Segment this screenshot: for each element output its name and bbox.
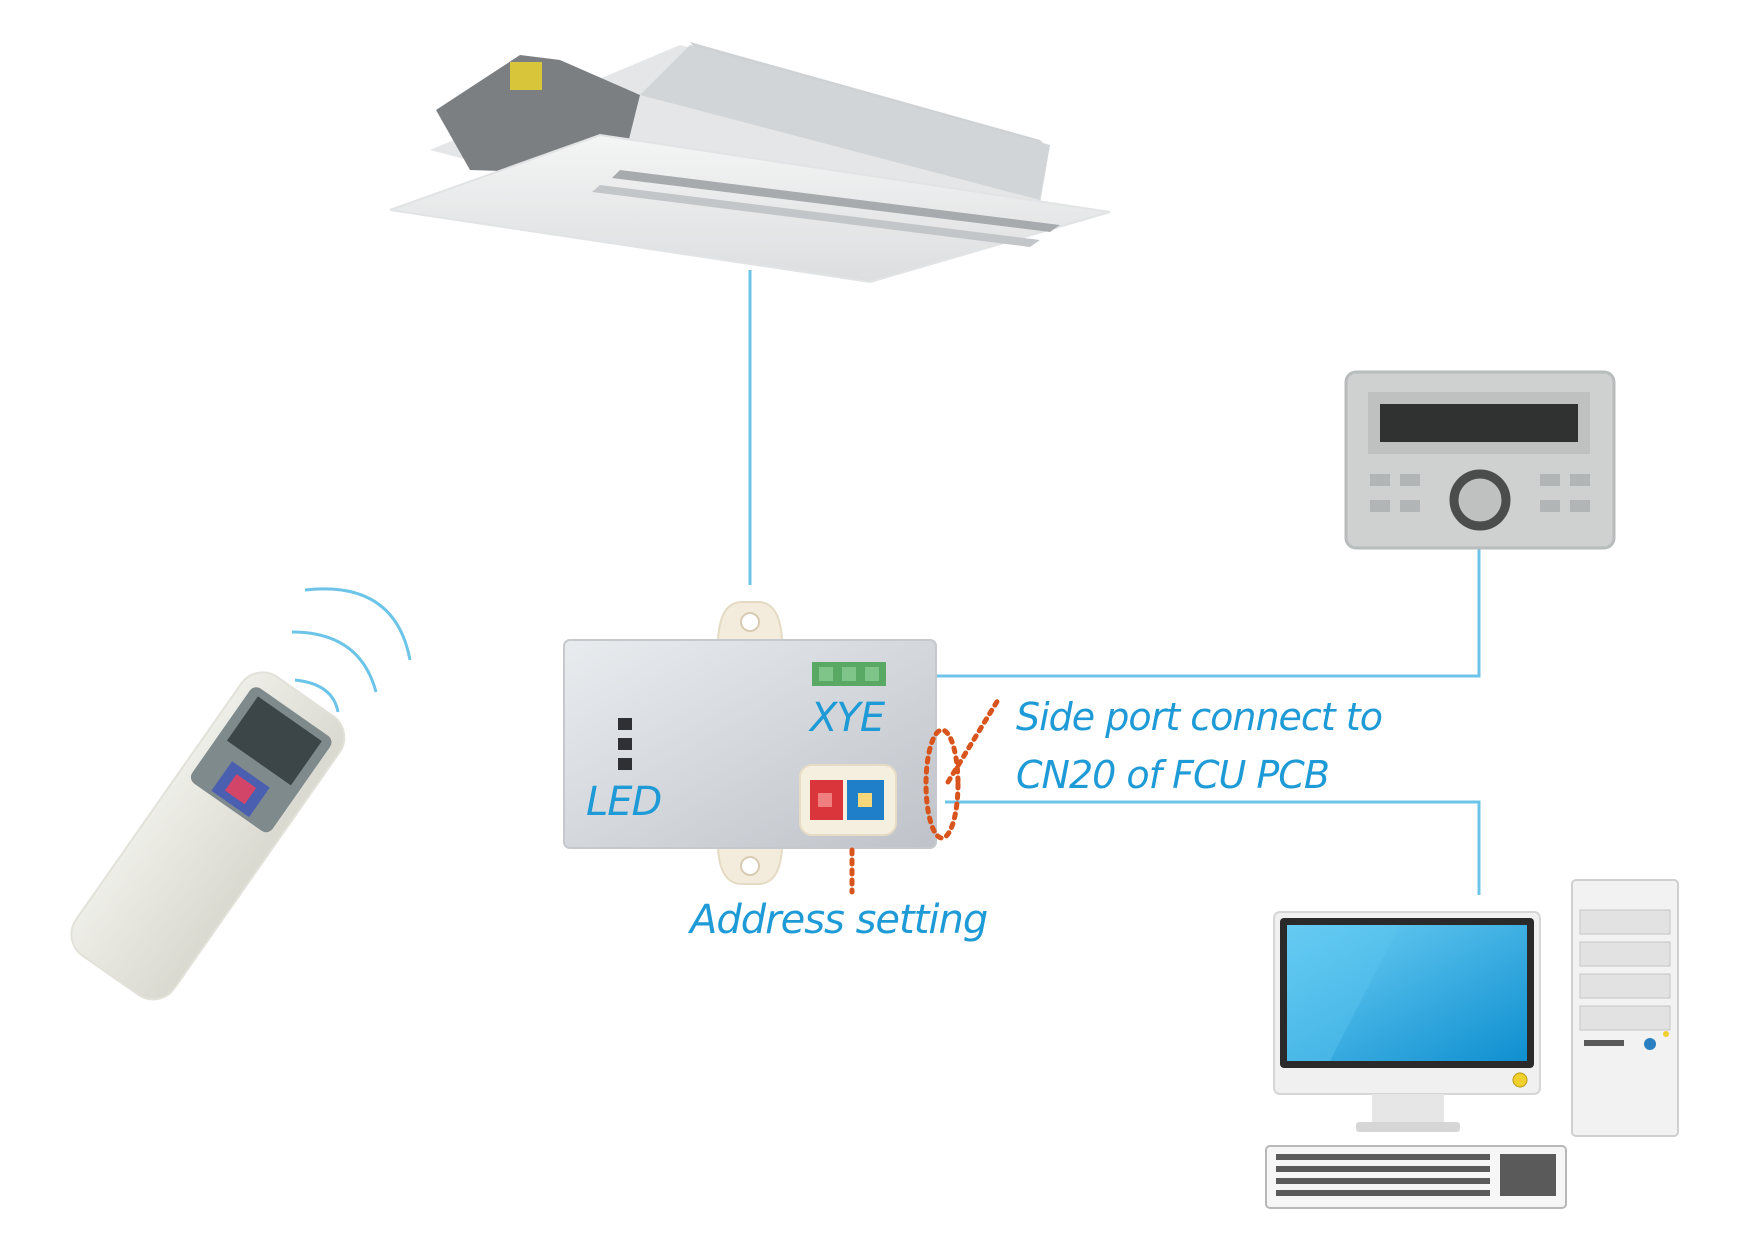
wireless-waves xyxy=(291,587,412,713)
connection-lines xyxy=(748,270,1481,895)
tower xyxy=(1571,879,1679,1137)
monitor xyxy=(1273,911,1541,1132)
xye-label: XYE xyxy=(810,695,885,741)
interface-module-icon xyxy=(563,601,937,885)
side-port-pointer xyxy=(945,697,1001,785)
desktop-computer-icon xyxy=(1265,879,1679,1209)
remote-body xyxy=(70,671,346,1001)
keyboard xyxy=(1265,1145,1567,1209)
led-label: LED xyxy=(586,779,662,825)
side-port-label-line1: Side port connect to xyxy=(1016,695,1383,739)
wired-controller-icon xyxy=(1344,370,1616,550)
line-module-to-controller xyxy=(936,548,1481,678)
side-port-marker xyxy=(923,727,961,841)
wireless-remote-icon xyxy=(70,587,412,1001)
ceiling-cassette-unit-icon xyxy=(389,42,1111,284)
led-indicators xyxy=(618,718,632,770)
side-port-label-line2: CN20 of FCU PCB xyxy=(1016,753,1330,797)
dotted-markers xyxy=(849,697,1001,895)
address-setting-label: Address setting xyxy=(690,897,988,943)
line-module-to-computer xyxy=(945,800,1481,895)
